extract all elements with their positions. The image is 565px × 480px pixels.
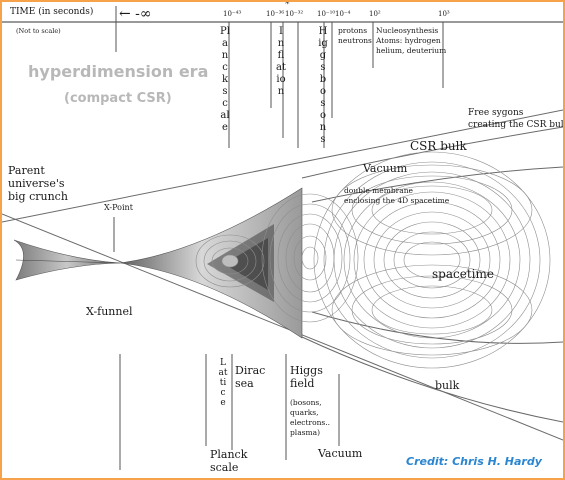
right-funnel [119,187,303,339]
left-funnel [13,239,121,281]
planck-scale-bottom-label: Planck scale [210,448,248,474]
particles-label: (bosons, quarks, electrons.. plasma) [290,398,331,437]
inflation-asterisk: * [285,2,290,10]
nucleosynthesis-label: Nucleosynthesis Atoms: hydrogen helium, … [376,26,447,55]
parent-universe-label: Parent universe's big crunch [8,164,68,203]
time-lines [113,6,444,470]
compact-csr-subtitle: (compact CSR) [64,91,172,106]
planck-scale-vertical-label: Planck scale [220,26,230,133]
csr-bulk-label: CSR bulk [410,139,467,153]
credit-label: Credit: Chris H. Hardy [406,455,542,468]
cone-lines [2,109,563,441]
tick-label-planck: 10⁻⁴³ [223,10,242,18]
spacetime-rings [195,151,551,369]
x-point-label: X-Point [104,203,133,212]
minus-infinity-label: ← -∞ [119,6,152,22]
higgs-bosons-vertical-label: Higgs bosons [318,26,328,145]
tick-label-nucleosynthesis: 10² [369,10,381,18]
dirac-sea-label: Dirac sea [235,364,266,390]
tick-label-higgs: 10⁻¹⁰ [317,10,336,18]
lattice-vertical-label: Lattice [218,358,228,408]
x-funnel-label: X-funnel [86,305,133,318]
tick-label-inflation-end: 10⁻³² [285,10,304,18]
higgs-field-label: Higgs field [290,364,323,390]
vacuum-bottom-label: Vacuum [318,447,363,460]
spacetime-label: spacetime [432,267,494,281]
not-to-scale-note: (Not to scale) [16,27,61,35]
vacuum-top-label: Vacuum [363,162,408,175]
tick-label-protons: 10⁻⁴ [335,10,351,18]
free-sygons-label: Free sygons creating the CSR bulk [468,108,563,130]
tick-label-inflation-start: 10⁻³⁶ [266,10,285,18]
hyperdimension-era-title: hyperdimension era [28,62,209,81]
double-membrane-label: double membrane enclosing the 4D spaceti… [344,186,450,205]
tick-label-atoms: 10³ [438,10,450,18]
inflation-vertical-label: Inflation [276,26,286,97]
bulk-label: bulk [435,379,460,392]
protons-neutrons-label: protons neutrons [338,26,372,45]
time-axis-label: TIME (in seconds) [10,7,94,17]
